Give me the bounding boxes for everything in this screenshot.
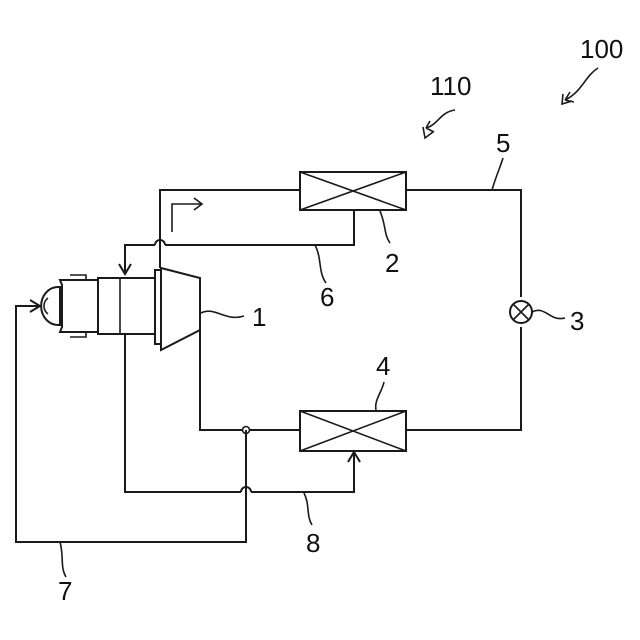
- flow-direction-arrow: [172, 198, 202, 232]
- pipe-6: [119, 210, 354, 274]
- pipe-condenser-to-valve: [406, 190, 521, 297]
- motor-housing: [41, 275, 155, 337]
- label-pipe-8: 8: [306, 528, 320, 558]
- label-compressor: 1: [252, 302, 266, 332]
- suction-pipe: [200, 330, 300, 430]
- label-system: 100: [580, 34, 623, 64]
- label-pipe-7: 7: [58, 576, 72, 606]
- evaporator: [300, 411, 406, 451]
- discharge-pipe: [160, 190, 300, 268]
- label-main-pipe: 5: [496, 128, 510, 158]
- pipe-7: [16, 300, 246, 542]
- label-evaporator: 4: [376, 351, 390, 381]
- expansion-valve: [510, 301, 532, 323]
- label-condenser: 2: [385, 248, 399, 278]
- condenser: [300, 172, 406, 210]
- label-expansion-valve: 3: [570, 306, 584, 336]
- label-circuit: 110: [430, 71, 471, 101]
- compressor: [155, 268, 200, 350]
- pipe-valve-to-evaporator: [406, 327, 521, 430]
- label-pipe-6: 6: [320, 282, 334, 312]
